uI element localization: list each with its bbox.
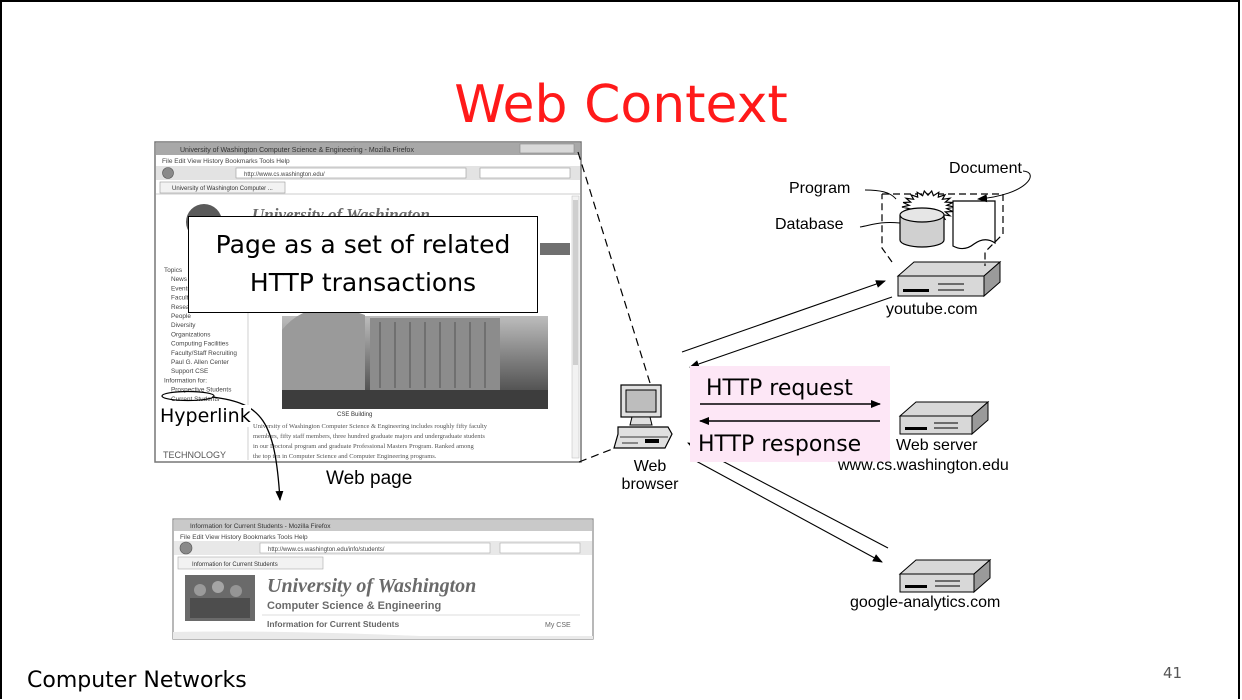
dashed-line-top bbox=[577, 151, 651, 384]
dashed-line-bottom bbox=[578, 445, 621, 463]
window-titlebar bbox=[156, 143, 580, 155]
sidebar-item: Research bbox=[171, 304, 199, 311]
bottom-window-title: Information for Current Students - Mozil… bbox=[190, 523, 331, 530]
bottom-subheading: Computer Science & Engineering bbox=[267, 600, 441, 612]
browser-tab-text: University of Washington Computer ... bbox=[172, 186, 273, 192]
program-pointer bbox=[864, 189, 897, 200]
window-title-text: University of Washington Computer Scienc… bbox=[180, 147, 414, 154]
photo-caption: CSE Building bbox=[337, 412, 372, 418]
arrow-to-youtube bbox=[681, 280, 886, 353]
browser-tab bbox=[159, 181, 286, 194]
address-bar bbox=[235, 167, 467, 179]
sidebar-item: Information for: bbox=[164, 377, 207, 384]
bottom-back-button-icon bbox=[179, 541, 193, 555]
menu-bar-text: File Edit View History Bookmarks Tools H… bbox=[162, 158, 290, 165]
sidebar-item: People bbox=[171, 313, 191, 320]
sidebar-item: Diversity bbox=[171, 322, 196, 329]
web-browser-label-line2: browser bbox=[621, 476, 679, 493]
program-label: Program bbox=[789, 180, 851, 197]
document-icon bbox=[952, 200, 996, 250]
bottom-corner-text: My CSE bbox=[545, 622, 571, 629]
technology-logo-text: TECHNOLOGY bbox=[163, 450, 226, 460]
web-server-label: Web server bbox=[896, 437, 978, 454]
google-analytics-server-icon bbox=[898, 558, 992, 594]
sidebar-item: News bbox=[171, 276, 187, 283]
sidebar-item: Events bbox=[171, 285, 191, 292]
web-server-host-label: www.cs.washington.edu bbox=[838, 457, 1009, 474]
sidebar-item: Current Students bbox=[171, 396, 219, 403]
http-exchange-highlight bbox=[690, 366, 890, 462]
footer-text: Computer Networks bbox=[27, 668, 247, 693]
sidebar-item: Prospective Students bbox=[171, 387, 231, 394]
sidebar-item: Paul G. Allen Center bbox=[171, 359, 230, 366]
body-text-line: members, fifty staff members, three hund… bbox=[253, 433, 485, 440]
sidebar-item: Faculty bbox=[171, 295, 192, 302]
http-request-label: HTTP request bbox=[706, 376, 853, 401]
body-text-line: University of Washington Computer Scienc… bbox=[253, 423, 488, 430]
linked-page-screenshot: Information for Current Students - Mozil… bbox=[172, 518, 594, 640]
arrow-from-youtube bbox=[689, 296, 893, 368]
slide-title: Web Context bbox=[454, 75, 788, 135]
back-button-icon bbox=[162, 167, 174, 179]
callout-line-2: HTTP transactions bbox=[249, 268, 477, 297]
bottom-address-url: http://www.cs.washington.edu/info/studen… bbox=[268, 547, 385, 553]
callout-line-1: Page as a set of related bbox=[215, 230, 511, 259]
youtube-label: youtube.com bbox=[886, 301, 978, 318]
sidebar-item: Faculty/Staff Recruiting bbox=[171, 350, 237, 357]
page-number: 41 bbox=[1163, 664, 1183, 682]
web-page-label: Web page bbox=[326, 468, 413, 489]
bottom-menu-bar: File Edit View History Bookmarks Tools H… bbox=[180, 534, 308, 541]
sidebar-item: Organizations bbox=[171, 331, 210, 338]
hyperlink-label: Hyperlink bbox=[160, 405, 251, 427]
address-bar-url: http://www.cs.washington.edu/ bbox=[244, 172, 325, 178]
hyperlink-oval bbox=[161, 390, 215, 402]
database-label: Database bbox=[775, 216, 844, 233]
web-browser-label-line1: Web bbox=[633, 458, 667, 475]
sidebar-item: Topics bbox=[164, 267, 182, 274]
database-pointer bbox=[859, 222, 901, 228]
server-content-group bbox=[859, 170, 1031, 266]
web-server-icon bbox=[898, 400, 990, 436]
sidebar-item: Support CSE bbox=[171, 368, 208, 375]
bottom-heading: University of Washington bbox=[267, 575, 476, 597]
youtube-server-icon bbox=[896, 260, 1002, 298]
web-browser-computer-icon bbox=[613, 384, 673, 449]
hyperlink-arrow bbox=[211, 396, 284, 501]
callout-box: Page as a set of related HTTP transactio… bbox=[188, 216, 538, 313]
http-response-label: HTTP response bbox=[698, 432, 862, 457]
page-body-text: University of Washington Computer Scienc… bbox=[253, 423, 488, 460]
body-text-line: in our Doctoral program and graduate Pro… bbox=[253, 443, 475, 450]
bottom-tab-text: Information for Current Students bbox=[192, 562, 278, 568]
document-label: Document bbox=[949, 160, 1022, 177]
google-analytics-label: google-analytics.com bbox=[850, 594, 1001, 611]
bottom-info-text: Information for Current Students bbox=[267, 619, 399, 629]
body-text-line: the top ten in Computer Science and Comp… bbox=[253, 453, 437, 460]
database-icon bbox=[899, 207, 945, 248]
arrow-to-google bbox=[695, 460, 883, 563]
document-pointer bbox=[977, 170, 1031, 203]
sidebar-item: Computing Facilities bbox=[171, 341, 229, 348]
search-box bbox=[479, 167, 571, 179]
